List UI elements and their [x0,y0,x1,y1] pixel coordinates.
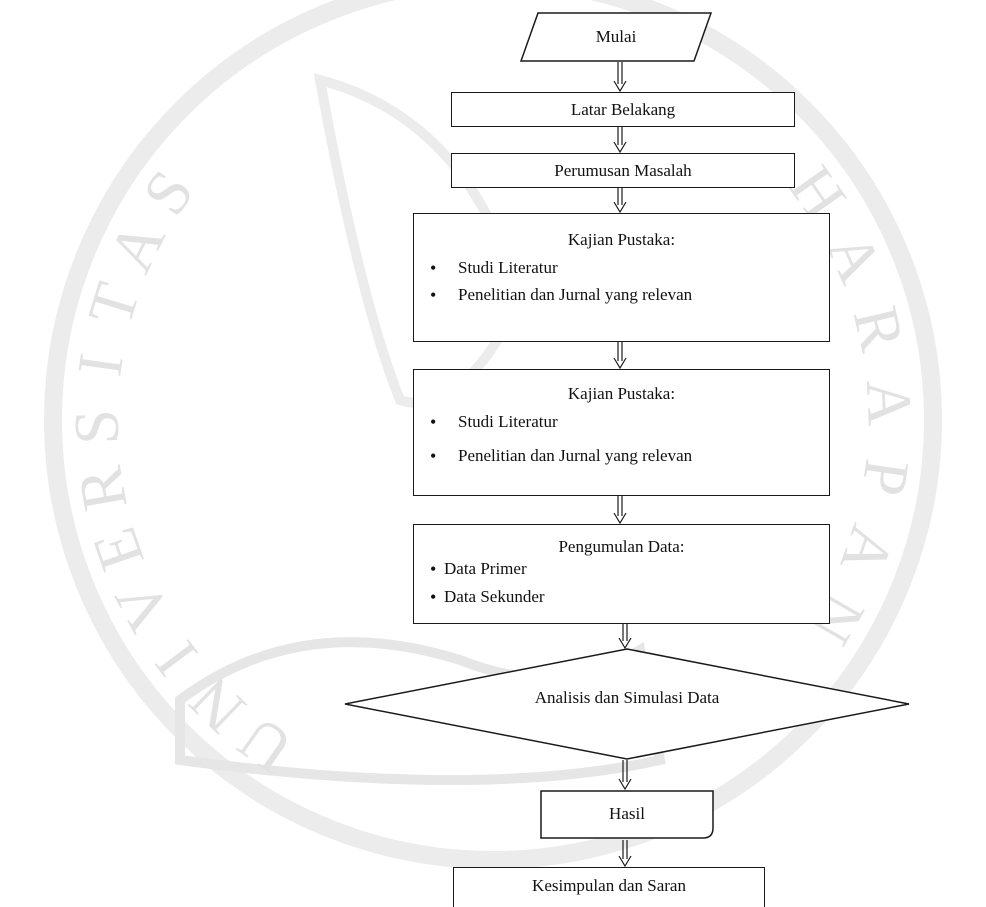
list-item: Data Primer [414,559,829,579]
connector-arrow [618,760,632,790]
watermark-letter: A [827,517,909,584]
literature-review-list-1: Studi Literatur Penelitian dan Jurnal ya… [414,258,829,305]
data-collection-box: Pengumulan Data: Data Primer Data Sekund… [413,524,830,624]
background-label: Latar Belakang [570,99,676,119]
connector-arrow [613,342,627,369]
list-item: Studi Literatur [414,412,829,432]
connector-arrow [618,624,632,649]
data-collection-list: Data Primer Data Sekunder [414,559,829,607]
watermark-letter: S [129,157,208,227]
conclusion-box: Kesimpulan dan Saran [453,867,765,907]
problem-formulation-label: Perumusan Masalah [554,160,692,180]
result-label: Hasil [609,804,645,823]
watermark-letter: U [226,703,305,788]
literature-review-list-2: Studi Literatur Penelitian dan Jurnal ya… [414,412,829,466]
connector-arrow [613,188,627,213]
watermark-letter: R [840,300,919,358]
watermark-letter: A [853,378,926,427]
literature-review-title-1: Kajian Pustaka: [567,230,676,249]
connector-arrow [618,840,632,867]
data-collection-title: Pengumulan Data: [558,537,685,556]
analysis-label: Analisis dan Simulasi Data [534,688,720,707]
list-item: Studi Literatur [414,258,829,278]
literature-review-box-1: Kajian Pustaka: Studi Literatur Peneliti… [413,213,830,342]
watermark-letter: V [100,569,184,643]
watermark-letter: A [94,210,178,283]
literature-review-title-2: Kajian Pustaka: [567,384,676,403]
watermark-letter: R [63,461,140,516]
watermark-letter: S [60,409,132,446]
watermark-letter: I [141,629,211,689]
watermark-letter: P [848,455,923,500]
list-item: Penelitian dan Jurnal yang relevan [414,285,829,305]
watermark-letter: N [176,664,259,747]
connector-arrow [613,127,627,153]
literature-review-box-2: Kajian Pustaka: Studi Literatur Peneliti… [413,369,830,496]
conclusion-label: Kesimpulan dan Saran [532,876,686,895]
start-label: Mulai [595,27,637,46]
problem-formulation-box: Perumusan Masalah [451,153,795,188]
list-item: Data Sekunder [414,587,829,607]
watermark-letter: T [74,275,153,333]
watermark-letter: E [78,519,158,579]
background-box: Latar Belakang [451,92,795,127]
connector-arrow [613,62,627,92]
list-item: Penelitian dan Jurnal yang relevan [414,446,829,466]
watermark-letter: I [63,349,136,380]
connector-arrow [613,496,627,524]
